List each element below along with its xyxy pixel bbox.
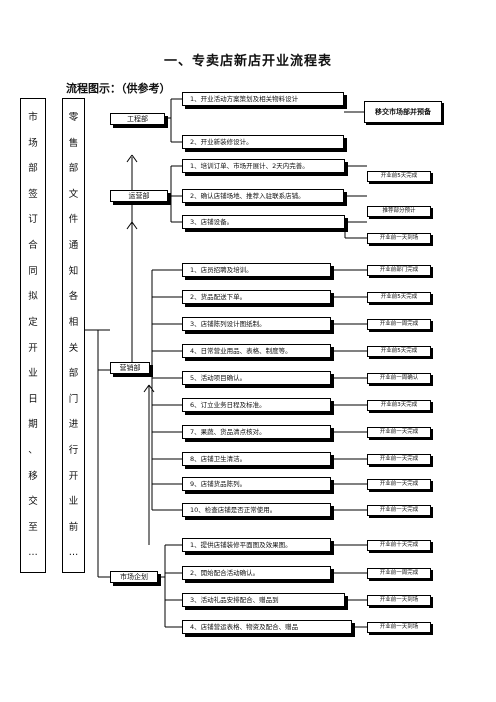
deadline-note: 开业前5天完成 <box>367 346 431 357</box>
deadline-note: 开业前一天完成 <box>367 505 431 516</box>
column-char: 同 <box>28 265 38 277</box>
deadline-note: 开业前5天完成 <box>367 171 431 182</box>
column-char: 日 <box>28 393 38 405</box>
deadline-note: 开业前一天完成 <box>367 454 431 465</box>
column-char: 交 <box>28 496 38 508</box>
dept-engineering: 工程部 <box>110 113 165 125</box>
column-char: 门 <box>68 393 79 405</box>
task-box: 5、活动项目确认。 <box>182 371 331 385</box>
task-box: 4、店铺营运表格、物资及配合、赠品 <box>182 620 352 634</box>
column-char: 进 <box>68 419 79 431</box>
task-box: 9、店铺货品陈列。 <box>182 477 331 491</box>
deadline-note: 移交市场部并预备 <box>364 101 442 123</box>
column-char: 业 <box>68 496 79 508</box>
page-title: 一、专卖店新店开业流程表 <box>163 54 332 69</box>
column-char: 通 <box>68 240 79 252</box>
flowchart-subtitle: 流程图示：（供参考） <box>66 82 171 95</box>
dept-operations: 运营部 <box>110 190 168 202</box>
deadline-note: 开业前部门完成 <box>367 265 431 276</box>
column-char: … <box>68 547 79 559</box>
column-char: 部 <box>68 368 79 380</box>
column-char: 拟 <box>28 291 38 303</box>
deadline-note: 开业前一天完成 <box>367 479 431 490</box>
deadline-note: 开业前3天完成 <box>367 400 431 411</box>
task-box: 10、检查店铺是否正常使用。 <box>182 503 331 517</box>
task-box: 3、店铺陈列设计图纸制。 <box>182 317 331 331</box>
deadline-note: 开业前一天到场 <box>367 622 431 633</box>
deadline-note: 开业前一天到场 <box>367 595 431 606</box>
column-char: 部 <box>68 163 79 175</box>
column-char: 关 <box>68 342 79 354</box>
deadline-note: 开业前一天到场 <box>367 233 431 244</box>
column-char: 订 <box>28 214 38 226</box>
deadline-note: 开业前5天完成 <box>367 292 431 303</box>
dept-market-planning: 市场企划 <box>110 571 158 583</box>
deadline-note: 开业前一天完成 <box>367 427 431 438</box>
column-char: 前 <box>68 521 79 533</box>
market-dept-column: 市 场 部 签 订 合 同 拟 定 开 业 日 期 、 移 交 至 … <box>20 98 46 573</box>
task-box: 2、确认店铺场地、推荐入驻联系店铺。 <box>182 189 344 203</box>
deadline-note: 推荐部分预计 <box>367 206 431 217</box>
column-char: 售 <box>68 137 79 149</box>
column-char: 知 <box>68 265 79 277</box>
deadline-note: 开业前一周完成 <box>367 319 431 330</box>
task-box: 1、培训订单、市场开展计、2天内完善。 <box>182 159 345 173</box>
task-box: 7、果蔬、货品清点核对。 <box>182 425 331 439</box>
column-char: 签 <box>28 188 38 200</box>
task-box: 1、开业活动方案策划及相关物料设计 <box>182 92 344 106</box>
retail-dept-column: 零 售 部 文 件 通 知 各 相 关 部 门 进 行 开 业 前 … <box>62 98 85 573</box>
task-box: 1、店员招聘及培训。 <box>182 263 331 277</box>
task-box: 3、店铺设备。 <box>182 215 345 229</box>
column-char: 相 <box>68 316 79 328</box>
column-char: 零 <box>68 112 79 124</box>
dept-marketing: 营销部 <box>110 362 150 374</box>
task-box: 4、日常营业用品、表格、制度等。 <box>182 344 331 358</box>
column-char: 开 <box>28 342 38 354</box>
column-char: … <box>28 547 38 559</box>
column-char: 移 <box>28 470 38 482</box>
task-box: 1、提供店铺装修平面图及效果图。 <box>182 538 331 552</box>
task-box: 3、活动礼品安排配合、赠品到 <box>182 593 345 607</box>
column-char: 合 <box>28 240 38 252</box>
column-char: 、 <box>28 444 38 456</box>
deadline-note: 开业前一周完成 <box>367 568 431 579</box>
column-char: 件 <box>68 214 79 226</box>
column-char: 文 <box>68 188 79 200</box>
column-char: 行 <box>68 444 79 456</box>
task-box: 2、货品配送下单。 <box>182 290 331 304</box>
column-char: 期 <box>28 419 38 431</box>
column-char: 至 <box>28 521 38 533</box>
column-char: 各 <box>68 291 79 303</box>
column-char: 市 <box>28 112 38 124</box>
task-box: 8、店铺卫生清洁。 <box>182 452 331 466</box>
column-char: 场 <box>28 137 38 149</box>
column-char: 开 <box>68 470 79 482</box>
deadline-note: 开业前十天完成 <box>367 540 431 551</box>
task-box: 6、订立业务日程及标准。 <box>182 398 331 412</box>
column-char: 业 <box>28 368 38 380</box>
task-box: 2、開始配合活动确认。 <box>182 566 331 580</box>
deadline-note: 开业前一周确认 <box>367 373 431 384</box>
task-box: 2、开业新装修设计。 <box>182 135 344 149</box>
column-char: 定 <box>28 316 38 328</box>
column-char: 部 <box>28 163 38 175</box>
